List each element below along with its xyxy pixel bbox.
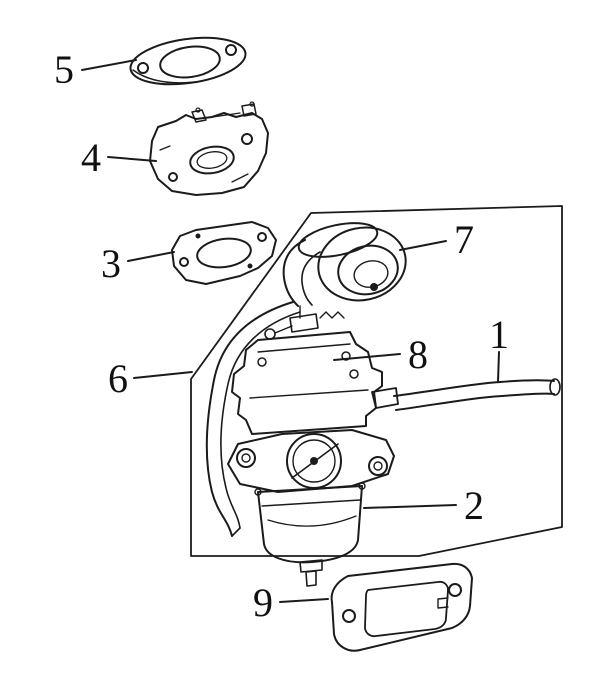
part-7-cap-drawing [282,222,407,307]
callout-2: 2 [464,483,484,528]
part-8-carburetor-body-drawing [205,301,399,537]
leader-line-4 [107,156,157,162]
callout-3: 3 [101,241,121,286]
leader-line-8 [333,353,401,361]
part-9-gasket-drawing [330,562,473,652]
callout-5: 5 [54,47,74,92]
part-3-gasket-drawing [171,221,277,285]
part-2-float-bowl-drawing [254,482,366,587]
leader-lines [81,59,500,603]
leader-line-2 [363,504,457,509]
callout-4: 4 [81,135,101,180]
part-1-fuel-pipe-drawing [393,378,561,411]
part-5-gasket-drawing [129,36,247,86]
assembly-frame-box [190,205,563,557]
leader-line-1 [497,351,500,383]
callout-7: 7 [454,217,474,262]
leader-line-5 [81,59,137,71]
leader-line-6 [133,371,193,379]
part-4-insulator-drawing [149,101,269,196]
callout-9: 9 [253,580,273,625]
leader-line-9 [279,598,329,603]
callout-6: 6 [108,356,128,401]
leader-line-3 [127,251,175,262]
callout-8: 8 [408,332,428,377]
leader-line-7 [399,240,447,251]
callout-1: 1 [489,312,509,357]
